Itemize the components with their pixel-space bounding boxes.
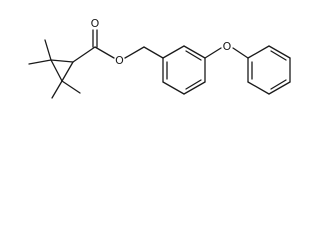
ether-oxygen-label: O	[223, 40, 232, 53]
ether-linkage	[204, 47, 249, 59]
benzene-ring-phenyl	[247, 45, 291, 95]
ester-group	[72, 29, 145, 63]
benzene-ring-central	[143, 45, 206, 95]
chemical-structure-diagram: O O O	[28, 17, 291, 99]
ester-oxygen-label: O	[115, 54, 124, 67]
carbonyl-oxygen-label: O	[91, 17, 100, 30]
gem-dimethyl-upper	[28, 39, 52, 65]
cyclopropane-ring	[50, 59, 74, 82]
gem-dimethyl-lower	[51, 80, 81, 99]
